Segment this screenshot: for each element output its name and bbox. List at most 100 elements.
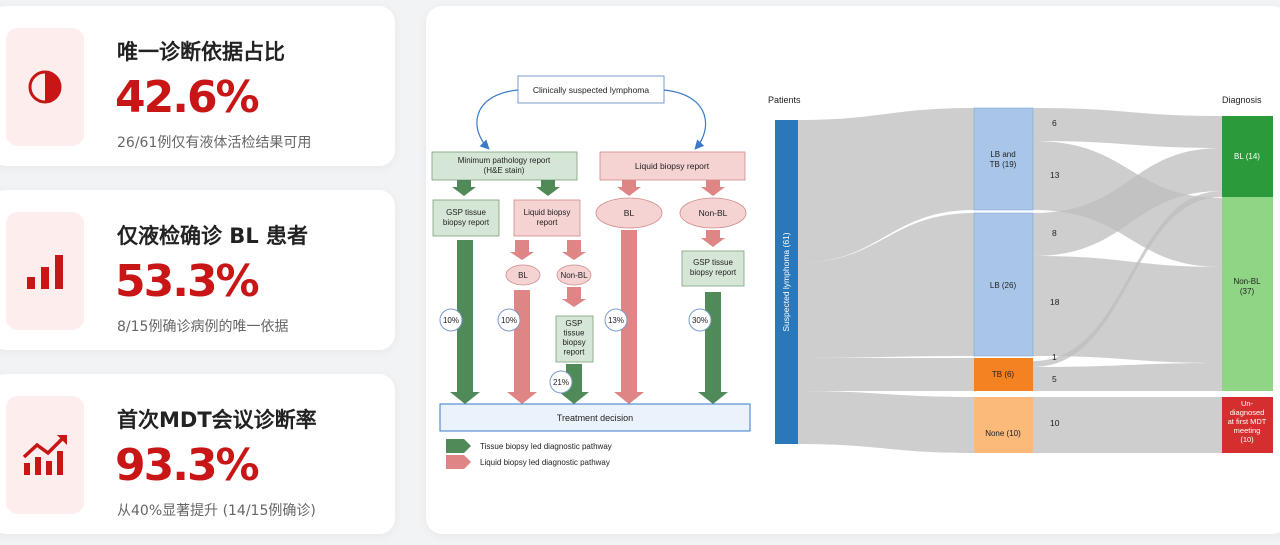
stat-card-mdt-rate: 首次MDT会议诊断率 93.3% 从40%显著提升 (14/15例确诊) [0,374,395,534]
liquid-bar-1 [514,290,530,392]
lb-arrow-nonbl [562,240,586,260]
flow-value: 8 [1052,228,1057,238]
flow-values: 6 13 8 18 1 5 10 [1050,118,1060,428]
pct-1: 10% [443,316,459,325]
nonbl-small-oval [556,264,592,286]
gsp-box-2 [555,315,594,363]
bl-small-label: BL [518,271,528,280]
liquid-report-box [599,151,746,181]
tissue-arrowhead-1 [450,392,480,404]
stat-icon-box [6,28,84,146]
tissue-connectors [452,180,560,196]
stat-value: 93.3% [115,440,260,491]
diagnosis-header: Diagnosis [1222,95,1262,105]
flowchart: Clinically suspected lymphoma Minimum pa… [431,75,751,469]
stat-value: 42.6% [115,72,260,123]
node-undiagnosed [1222,397,1273,453]
flow-value: 6 [1052,118,1057,128]
pct-badge-1 [439,308,463,332]
min-path-line2: (H&E stain) [484,166,525,175]
flow-value: 18 [1050,297,1060,307]
pct-3: 21% [553,378,569,387]
flow-lbtb-bl [1033,108,1222,148]
flow-lb-nonbl [1033,256,1222,363]
figure-card: Clinically suspected lymphoma Minimum pa… [426,6,1280,534]
min-path-box [431,151,578,181]
flow-lb-bl [1033,148,1222,256]
flow-src-none [798,391,974,453]
pct-badge-5 [688,308,712,332]
flow-value: 1 [1052,352,1057,362]
tissue-arrowhead-3 [698,392,728,404]
legend-liquid-swatch [446,455,471,469]
stat-icon-box [6,212,84,330]
node-bl [1222,116,1273,197]
stat-title: 仅液检确诊 BL 患者 [117,224,309,248]
legend-tissue-label: Tissue biopsy led diagnostic pathway [480,442,612,451]
right-flows [1033,108,1222,453]
arrow-right [663,89,707,150]
liquid-bar-2 [621,230,637,392]
flow-src-lb [798,213,974,358]
node-nonbl-label: Non-BL(37) [1233,277,1261,296]
stat-desc: 26/61例仅有液体活检结果可用 [117,135,312,151]
liquid-report-label: Liquid biopsy report [635,161,710,171]
lb-report-box [513,199,581,237]
legend-liquid-label: Liquid biopsy led diagnostic pathway [480,458,610,467]
lb-arrow-bl [510,240,534,260]
gsp-box-3 [681,250,745,287]
flow-value: 10 [1050,418,1060,428]
min-path-label: Minimum pathology report(H&E stain) [458,156,551,175]
node-none-label: None (10) [985,429,1021,438]
node-tb [974,358,1033,391]
flow-value: 5 [1052,374,1057,384]
min-path-line1: Minimum pathology report [458,156,551,165]
pct-badge-4 [604,308,628,332]
tissue-bar-1 [457,240,473,392]
stat-desc: 从40%显著提升 (14/15例确诊) [117,503,316,519]
flow-none-undiag [1033,397,1222,453]
liquid-arrowhead-1 [507,392,537,404]
figure-svg: Clinically suspected lymphoma Minimum pa… [431,75,1273,469]
stat-title: 首次MDT会议诊断率 [117,408,317,432]
stat-card-bl-patients: 仅液检确诊 BL 患者 53.3% 8/15例确诊病例的唯一依据 [0,190,395,350]
nonbl-small-label: Non-BL [560,271,588,280]
sankey: Patients Diagnosis Suspected l [768,95,1273,453]
node-lb-label: LB (26) [990,281,1017,290]
treatment-label: Treatment decision [557,413,633,423]
trend-up-icon [22,435,67,475]
node-lb-and-tb [973,107,1034,211]
stat-value: 53.3% [115,256,260,307]
nonbl-oval-arrow [701,230,725,247]
flow-src-tb [798,358,974,391]
tissue-bar-3 [705,292,721,392]
bl-oval-label: BL [624,208,635,218]
half-circle-icon [28,70,62,104]
nonbl-oval-label: Non-BL [699,208,728,218]
node-tb-label: TB (6) [992,370,1015,379]
node-lb [973,212,1034,357]
left-flows [798,108,974,453]
flow-src-lbtb [798,108,974,263]
stat-title: 唯一诊断依据占比 [117,40,285,64]
bl-oval [595,197,663,229]
flow-value: 13 [1050,170,1060,180]
stat-desc: 8/15例确诊病例的唯一依据 [117,319,289,335]
node-nonbl [1222,197,1273,391]
source-node [775,120,798,444]
top-box [517,75,665,104]
pct-badge-3 [549,370,573,394]
pct-2: 10% [501,316,517,325]
patients-header: Patients [768,95,801,105]
flow-tb-nonbl [1033,363,1222,391]
nonbl-down-arrow [562,287,586,307]
pct-5: 30% [692,316,708,325]
gsp-box-1 [432,199,500,237]
bl-small-oval [505,264,541,286]
stat-icon-box [6,396,84,514]
arrow-left [476,89,519,150]
